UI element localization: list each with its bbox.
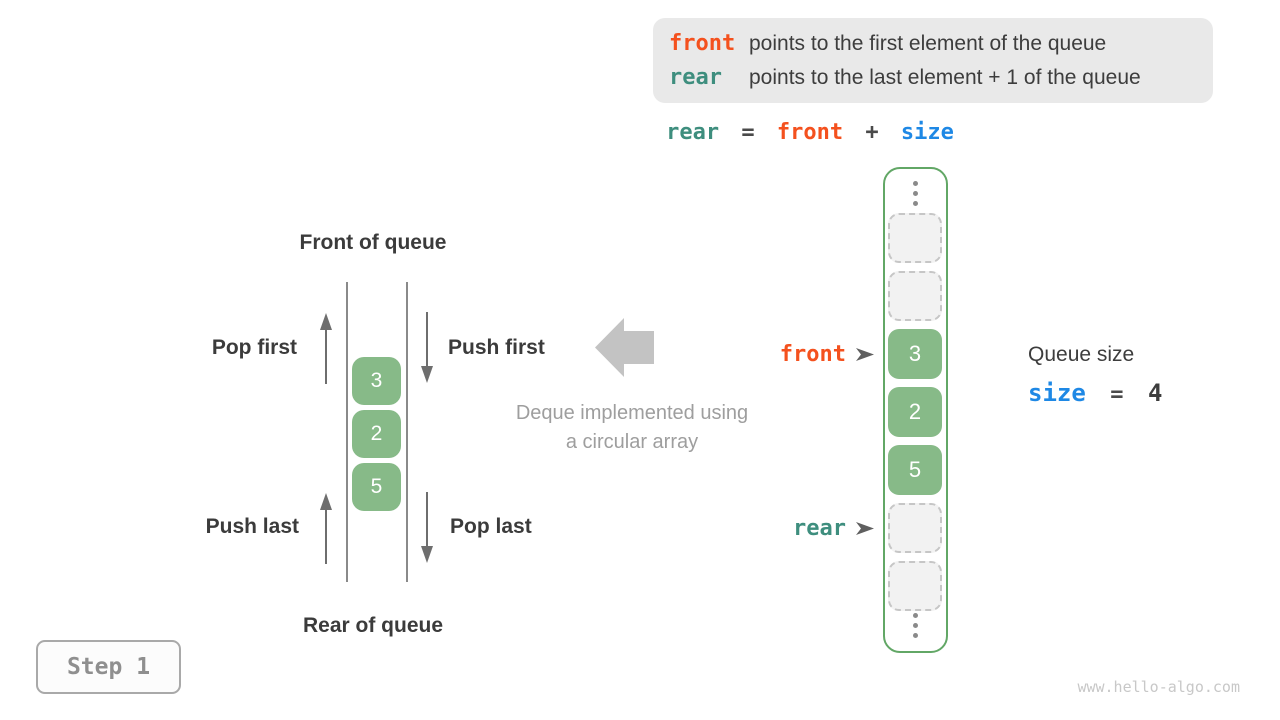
arrowhead-right-icon [856, 521, 874, 535]
formula-size: size [900, 120, 954, 145]
legend-line-front: front points to the first element of the… [669, 31, 1213, 56]
pop-last-label: Pop last [450, 515, 532, 538]
equals-sign: = [741, 120, 755, 145]
legend-box: front points to the first element of the… [653, 18, 1213, 103]
queue-size-value: 4 [1147, 379, 1163, 407]
vertical-ellipsis-icon [885, 181, 946, 206]
array-cell: 2 [888, 387, 942, 437]
equals-sign: = [1110, 382, 1124, 407]
left-block-arrow-icon [595, 318, 654, 377]
queue-element: 3 [352, 357, 401, 405]
legend-front-text: points to the first element of the queue [749, 32, 1107, 55]
front-of-queue-label: Front of queue [299, 231, 447, 254]
vertical-ellipsis-icon [885, 613, 946, 638]
rear-formula: rear = front + size [655, 120, 965, 145]
push-first-label: Push first [448, 336, 545, 359]
array-empty-cell [888, 561, 942, 611]
rear-pointer-token: rear [793, 515, 846, 541]
step-badge-label: Step 1 [66, 654, 151, 680]
figure-caption: Deque implemented using a circular array [482, 399, 782, 457]
caption-line-1: Deque implemented using [515, 402, 749, 424]
array-cell: 5 [888, 445, 942, 495]
formula-rear: rear [666, 120, 720, 145]
queue-element: 2 [352, 410, 401, 458]
rear-token: rear [669, 65, 722, 90]
down-arrow-icon [421, 312, 433, 383]
circular-array-panel: 3 2 5 [883, 167, 948, 653]
queue-channel-right-line [406, 282, 408, 582]
queue-size-title: Queue size [1028, 343, 1135, 366]
rear-of-queue-label: Rear of queue [302, 614, 444, 637]
queue-channel-left-line [346, 282, 348, 582]
size-token: size [1028, 379, 1086, 407]
array-cell: 3 [888, 329, 942, 379]
front-token: front [669, 31, 736, 56]
up-arrow-icon [320, 493, 332, 564]
plus-sign: + [865, 120, 879, 145]
legend-line-rear: rear points to the last element + 1 of t… [669, 65, 1213, 90]
watermark: www.hello-algo.com [1077, 678, 1240, 696]
queue-element: 5 [352, 463, 401, 511]
push-last-label: Push last [205, 515, 299, 538]
down-arrow-icon [421, 492, 433, 563]
array-empty-cell [888, 271, 942, 321]
front-pointer: front [780, 339, 874, 369]
step-badge: Step 1 [36, 640, 181, 694]
caption-line-2: a circular array [565, 431, 699, 453]
rear-pointer: rear [793, 513, 874, 543]
up-arrow-icon [320, 313, 332, 384]
queue-size-value-line: size = 4 [1028, 379, 1162, 407]
array-empty-cell [888, 213, 942, 263]
legend-rear-text: points to the last element + 1 of the qu… [749, 66, 1141, 89]
arrowhead-right-icon [856, 347, 874, 361]
front-pointer-token: front [779, 341, 846, 367]
pop-first-label: Pop first [211, 336, 297, 359]
formula-front: front [776, 120, 844, 145]
array-empty-cell [888, 503, 942, 553]
